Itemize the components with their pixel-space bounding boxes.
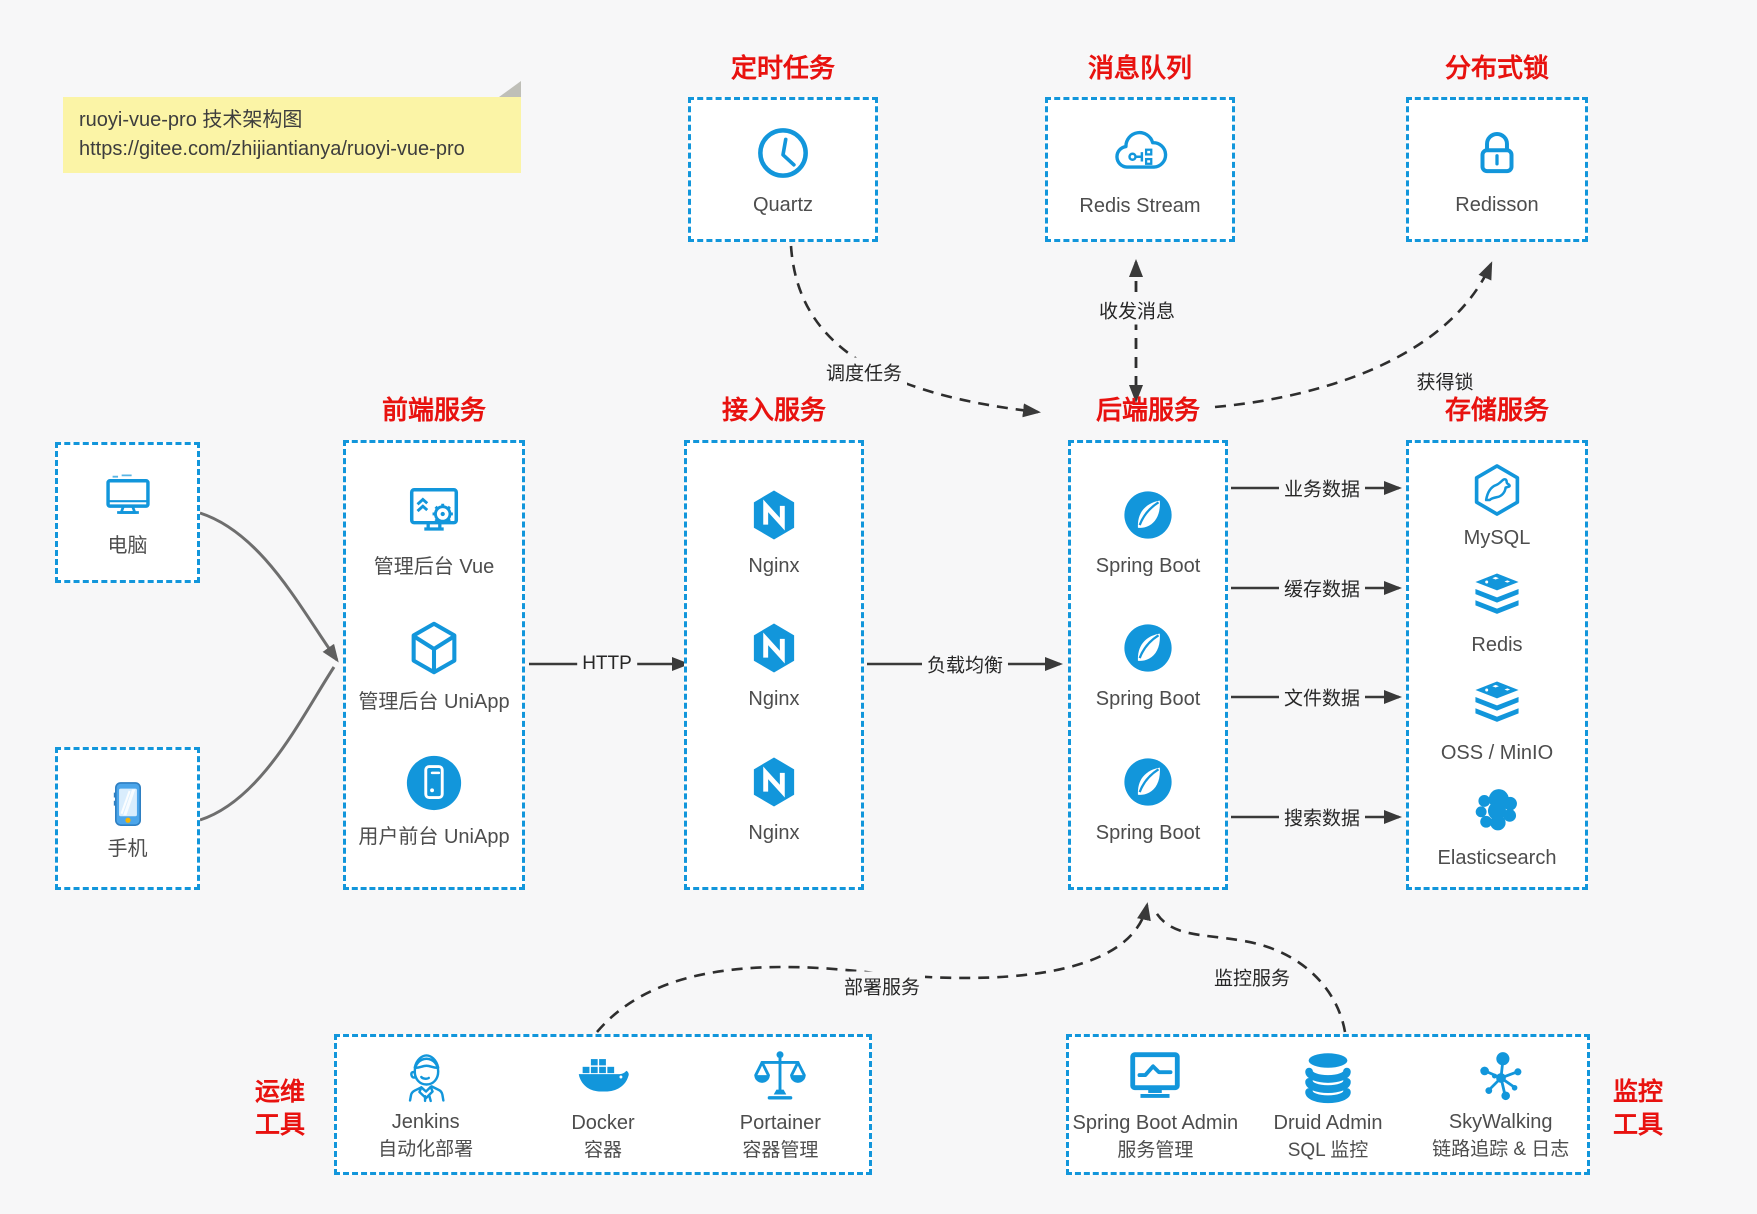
- edge-phone-to-frontend: [199, 666, 336, 822]
- quartz-label: Quartz: [752, 193, 814, 216]
- title-monitoring-tools: 监控 工具: [1612, 1078, 1663, 1139]
- frontend-item-admin-uniapp: 管理后台 UniApp: [358, 617, 510, 713]
- desktop-icon: [99, 469, 157, 527]
- storage-item-mysql: MySQL: [1464, 461, 1530, 549]
- gateway-item-nginx-3: Nginx: [746, 754, 802, 844]
- note-title: ruoyi-vue-pro 技术架构图: [79, 109, 303, 131]
- redis-stream-box: Redis Stream: [1045, 97, 1235, 242]
- ops-item-portainer: Portainer 容器管理: [692, 1037, 869, 1172]
- monitoring-item-druid: Druid Admin SQL 监控: [1242, 1037, 1415, 1172]
- edge-label-http: HTTP: [577, 652, 637, 676]
- backend-box: Spring Boot Spring Boot: [1068, 440, 1228, 890]
- clock-icon: [754, 124, 812, 182]
- edge-label-send-receive: 收发消息: [1093, 295, 1181, 325]
- edge-label-cache-data: 缓存数据: [1278, 573, 1366, 603]
- skywalking-icon: [1471, 1047, 1531, 1107]
- spring-boot-admin-icon: [1124, 1046, 1186, 1108]
- title-ops-tools: 运维 工具: [254, 1078, 305, 1139]
- frontend-box: 管理后台 Vue 管理后台 UniApp: [343, 440, 525, 890]
- druid-icon: [1297, 1046, 1359, 1108]
- sticky-note: ruoyi-vue-pro 技术架构图 https://gitee.com/zh…: [63, 81, 521, 173]
- ops-tools-box: Jenkins 自动化部署: [334, 1034, 872, 1175]
- redis-stream-label: Redis Stream: [1079, 194, 1201, 217]
- edge-label-schedule-task: 调度任务: [820, 357, 908, 387]
- gateway-item-nginx-1: Nginx: [746, 487, 802, 577]
- spring-boot-icon: [1120, 487, 1176, 543]
- edge-schedule-task: [789, 245, 1041, 418]
- title-gateway-services: 接入服务: [721, 395, 827, 425]
- title-scheduled-tasks: 定时任务: [730, 53, 836, 83]
- edge-label-monitor-service: 监控服务: [1208, 962, 1296, 992]
- uniapp-cube-icon: [403, 617, 465, 679]
- frontend-item-user-uniapp: 用户前台 UniApp: [358, 752, 510, 848]
- monitoring-item-skywalking: SkyWalking 链路追踪 & 日志: [1414, 1037, 1587, 1172]
- title-frontend-services: 前端服务: [381, 395, 487, 425]
- backend-item-spring-2: Spring Boot: [1096, 620, 1200, 710]
- nginx-icon: [746, 754, 802, 810]
- storage-item-redis: Redis: [1467, 566, 1527, 656]
- ops-item-docker: Docker 容器: [514, 1037, 691, 1172]
- edge-label-business-data: 业务数据: [1278, 473, 1366, 503]
- pc-label: 电脑: [107, 534, 148, 557]
- smartphone-icon: [102, 778, 154, 830]
- nginx-icon: [746, 620, 802, 676]
- backend-item-spring-1: Spring Boot: [1096, 487, 1200, 577]
- ops-item-jenkins: Jenkins 自动化部署: [337, 1037, 514, 1172]
- storage-box: MySQL: [1406, 440, 1588, 890]
- edge-label-file-data: 文件数据: [1278, 682, 1366, 712]
- lock-icon: [1468, 124, 1526, 182]
- mysql-icon: [1468, 461, 1526, 519]
- oss-icon: [1467, 674, 1527, 734]
- edge-pc-to-frontend: [199, 511, 339, 663]
- edge-label-deploy-service: 部署服务: [838, 971, 926, 1001]
- edge-monitor-service: [1151, 906, 1347, 1033]
- edge-acquire-lock: [1214, 261, 1493, 409]
- spring-boot-icon: [1120, 620, 1176, 676]
- monitoring-tools-box: Spring Boot Admin 服务管理 Druid Admin SQL 监…: [1066, 1034, 1590, 1175]
- storage-item-oss: OSS / MinIO: [1441, 674, 1553, 764]
- gateway-item-nginx-2: Nginx: [746, 620, 802, 710]
- redis-icon: [1467, 566, 1527, 626]
- edge-label-search-data: 搜索数据: [1278, 802, 1366, 832]
- portainer-icon: [749, 1046, 811, 1108]
- title-storage-services: 存储服务: [1444, 395, 1550, 425]
- gateway-box: Nginx Nginx Nginx: [684, 440, 864, 890]
- redisson-label: Redisson: [1455, 193, 1539, 216]
- spring-boot-icon: [1120, 754, 1176, 810]
- quartz-box: Quartz: [688, 97, 878, 242]
- docker-icon: [572, 1046, 634, 1108]
- backend-item-spring-3: Spring Boot: [1096, 754, 1200, 844]
- monitoring-item-sba: Spring Boot Admin 服务管理: [1069, 1037, 1242, 1172]
- title-distributed-lock: 分布式锁: [1444, 53, 1550, 83]
- elasticsearch-icon: [1468, 781, 1526, 839]
- phone-label: 手机: [107, 837, 148, 860]
- title-message-queue: 消息队列: [1087, 53, 1193, 83]
- edge-label-load-balance: 负载均衡: [921, 649, 1009, 679]
- admin-vue-icon: [403, 482, 465, 544]
- note-url: https://gitee.com/zhijiantianya/ruoyi-vu…: [79, 138, 465, 160]
- cloud-icon: [1110, 123, 1170, 183]
- edge-deploy-service: [596, 902, 1151, 1033]
- title-backend-services: 后端服务: [1095, 395, 1201, 425]
- jenkins-icon: [396, 1047, 456, 1107]
- user-app-icon: [403, 752, 465, 814]
- frontend-item-admin-vue: 管理后台 Vue: [374, 482, 494, 578]
- edge-label-acquire-lock: 获得锁: [1411, 366, 1479, 396]
- pc-client-box: 电脑: [55, 442, 200, 583]
- redisson-box: Redisson: [1406, 97, 1588, 242]
- phone-client-box: 手机: [55, 747, 200, 890]
- nginx-icon: [746, 487, 802, 543]
- storage-item-elasticsearch: Elasticsearch: [1438, 781, 1556, 869]
